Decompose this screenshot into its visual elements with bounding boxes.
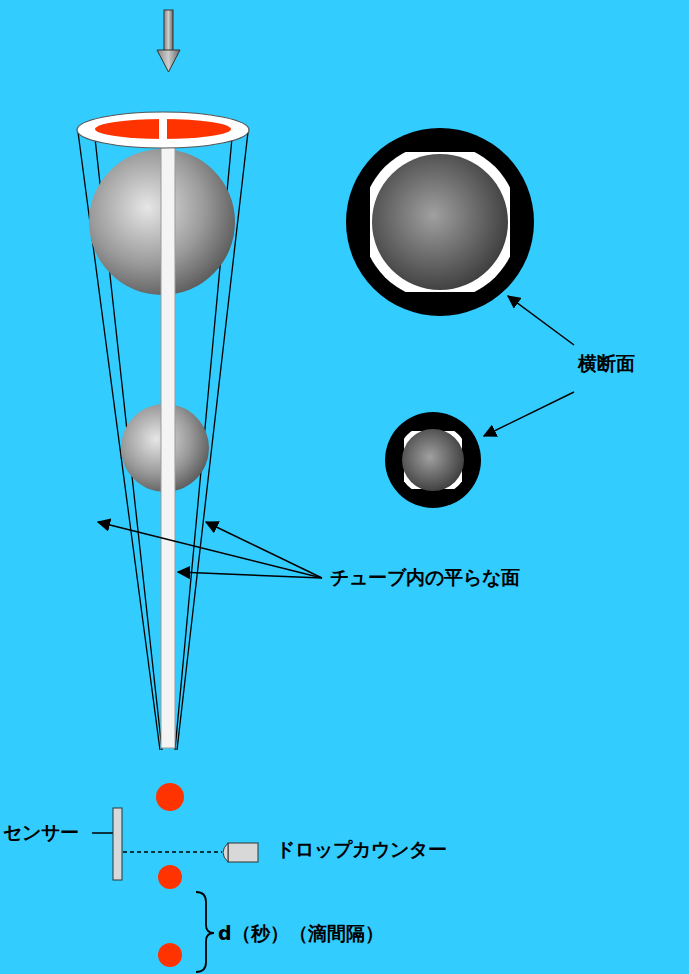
- cross-section-large: [346, 128, 534, 316]
- tube-cone: [78, 132, 248, 750]
- inflow-arrow: [157, 10, 180, 72]
- flat-surface-label: チューブ内の平らな面: [330, 566, 520, 589]
- drops: [156, 783, 184, 967]
- interval-brace: [196, 892, 214, 972]
- sensor-label: センサー: [3, 821, 79, 844]
- cross-section-small: [385, 412, 481, 508]
- section-label: 横断面: [578, 352, 635, 375]
- counter-label: ドロップカウンター: [276, 838, 447, 861]
- interval-label: d（秒）（滴間隔）: [218, 922, 384, 945]
- drop-counter: [92, 808, 258, 880]
- top-ring: [77, 112, 249, 148]
- flat-strip: [161, 140, 175, 748]
- leader-lines: [98, 296, 574, 578]
